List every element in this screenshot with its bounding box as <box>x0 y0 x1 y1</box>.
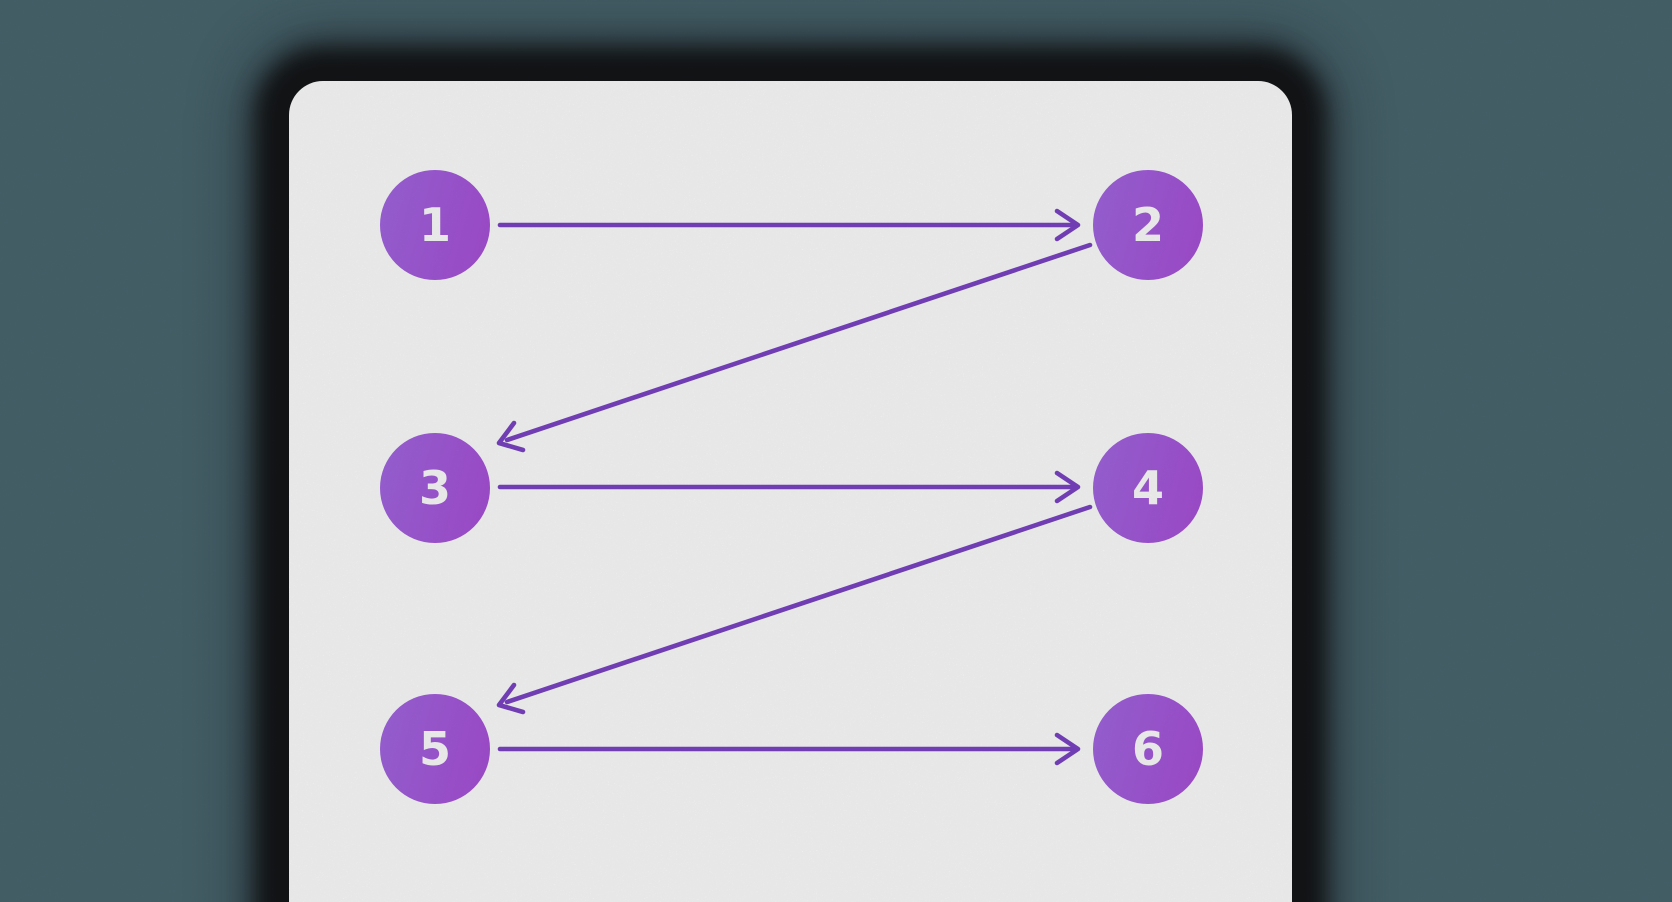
arrow-5-6 <box>497 732 1081 766</box>
arrow-4-5 <box>496 504 1093 715</box>
node-6: 6 <box>1093 694 1203 804</box>
node-5: 5 <box>380 694 490 804</box>
arrow-3-4 <box>497 470 1081 504</box>
arrow-1-2 <box>497 208 1081 242</box>
node-1: 1 <box>380 170 490 280</box>
node-4: 4 <box>1093 433 1203 543</box>
arrow-2-3 <box>496 242 1093 453</box>
node-2: 2 <box>1093 170 1203 280</box>
node-3: 3 <box>380 433 490 543</box>
